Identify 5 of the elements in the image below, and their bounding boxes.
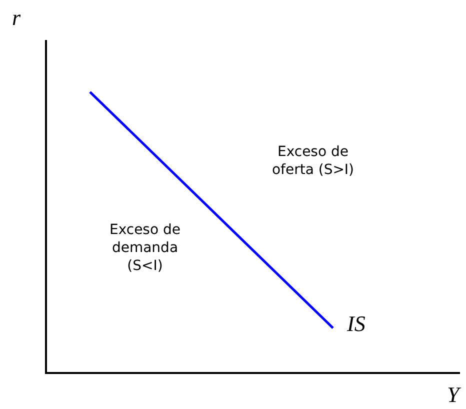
region-label: Exceso de demanda (S<I) [108,221,182,276]
curve-label: IS [347,313,366,335]
axis-label: r [12,7,21,29]
region-label: Exceso de oferta (S>I) [270,143,356,180]
axis-label: Y [447,384,460,406]
